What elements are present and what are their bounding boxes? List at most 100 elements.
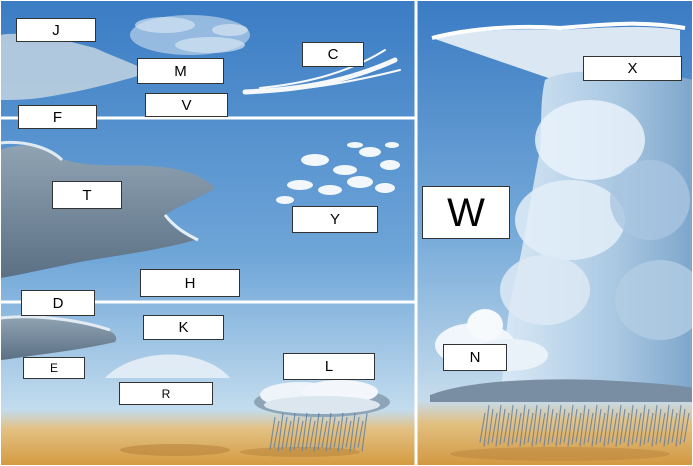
label-e: E bbox=[23, 357, 85, 379]
rain-streak bbox=[615, 404, 622, 447]
stratocumulus-cloud bbox=[0, 317, 117, 360]
rain-streak bbox=[301, 412, 308, 452]
rain-streak bbox=[671, 412, 678, 443]
label-c: C bbox=[302, 42, 364, 67]
rain-streak bbox=[297, 420, 304, 448]
rain-streak bbox=[539, 412, 546, 443]
rain-streak bbox=[655, 408, 662, 445]
label-w: W bbox=[422, 186, 510, 239]
rain-streak bbox=[607, 408, 614, 445]
rain-streak bbox=[329, 416, 336, 450]
rain-streak bbox=[495, 404, 502, 447]
rain-streak bbox=[631, 408, 638, 445]
rain-streak bbox=[293, 416, 300, 450]
rain-streak bbox=[659, 412, 666, 443]
rain-streak bbox=[337, 412, 344, 452]
rain-streak bbox=[587, 412, 594, 443]
rain-streak bbox=[643, 408, 650, 445]
cumulonimbus-cloud bbox=[430, 21, 693, 402]
rain-streak bbox=[591, 404, 598, 447]
rain-streak bbox=[639, 404, 646, 447]
rain-streak bbox=[487, 408, 494, 445]
nimbostratus-cloud bbox=[254, 380, 390, 417]
rain-streak bbox=[527, 412, 534, 443]
altostratus-cloud bbox=[0, 145, 215, 278]
rain-streak bbox=[647, 412, 654, 443]
rain-streak bbox=[579, 404, 586, 447]
rain-streak bbox=[599, 412, 606, 443]
rain-streak bbox=[679, 408, 686, 445]
ground-shadow bbox=[120, 444, 230, 456]
rain-streak bbox=[547, 408, 554, 445]
rain-streak bbox=[555, 404, 562, 447]
altostratus-edge bbox=[0, 140, 64, 162]
rain-streak bbox=[341, 416, 348, 450]
rain-streak bbox=[479, 412, 486, 443]
label-v: V bbox=[145, 93, 228, 117]
altocumulus-cloud bbox=[276, 142, 400, 204]
rain-streak bbox=[531, 404, 538, 447]
rain-streak bbox=[675, 404, 682, 447]
rain-streak bbox=[321, 420, 328, 448]
cirrocumulus-cloud bbox=[130, 15, 250, 55]
rain-streak bbox=[503, 412, 510, 443]
label-n: N bbox=[443, 344, 507, 371]
rain-streak bbox=[543, 404, 550, 447]
rain-streak bbox=[511, 408, 518, 445]
label-l: L bbox=[283, 353, 375, 380]
rain-streak bbox=[357, 420, 364, 448]
rain-streak bbox=[483, 404, 490, 447]
label-j: J bbox=[16, 18, 96, 42]
label-t: T bbox=[52, 181, 122, 209]
rain-streak bbox=[619, 408, 626, 445]
rain-streak bbox=[313, 412, 320, 452]
rain-streak bbox=[325, 412, 332, 452]
rain-streak bbox=[575, 412, 582, 443]
rain-streaks bbox=[479, 404, 690, 447]
rain-streak bbox=[309, 420, 316, 448]
label-x: X bbox=[583, 56, 682, 81]
rain-streak bbox=[523, 408, 530, 445]
rain-streak bbox=[567, 404, 574, 447]
rain-streak bbox=[499, 408, 506, 445]
rain-streak bbox=[663, 404, 670, 447]
rain-streak bbox=[667, 408, 674, 445]
rain-streak bbox=[349, 412, 356, 452]
rain-streak bbox=[333, 420, 340, 448]
rain-streak bbox=[491, 412, 498, 443]
rain-streak bbox=[627, 404, 634, 447]
rain-streak bbox=[345, 420, 352, 448]
rain-streak bbox=[305, 416, 312, 450]
rain-streak bbox=[289, 412, 296, 452]
rain-streak bbox=[273, 420, 280, 448]
rain-streak bbox=[515, 412, 522, 443]
rain-streak bbox=[535, 408, 542, 445]
rain-streak bbox=[603, 404, 610, 447]
rain-streak bbox=[269, 416, 276, 450]
rain-streak bbox=[519, 404, 526, 447]
rain-streak bbox=[507, 404, 514, 447]
stratus-cloud bbox=[105, 354, 230, 378]
altostratus-edge bbox=[163, 214, 199, 242]
rain-streak bbox=[559, 408, 566, 445]
rain-streak bbox=[353, 416, 360, 450]
label-f: F bbox=[18, 105, 97, 129]
rain-streak bbox=[583, 408, 590, 445]
label-k: K bbox=[143, 315, 224, 340]
rain-streak bbox=[595, 408, 602, 445]
ground-shadow bbox=[450, 447, 670, 461]
label-h: H bbox=[140, 269, 240, 297]
rain-streak bbox=[623, 412, 630, 443]
label-d: D bbox=[21, 290, 95, 316]
rain-streaks bbox=[269, 412, 368, 452]
rain-streak bbox=[277, 412, 284, 452]
rain-streak bbox=[285, 420, 292, 448]
rain-streak bbox=[317, 416, 324, 450]
rain-streak bbox=[611, 412, 618, 443]
rain-streak bbox=[635, 412, 642, 443]
rain-streak bbox=[563, 412, 570, 443]
rain-streak bbox=[361, 412, 368, 452]
cirrus-cloud bbox=[242, 49, 401, 95]
rain-streak bbox=[551, 412, 558, 443]
